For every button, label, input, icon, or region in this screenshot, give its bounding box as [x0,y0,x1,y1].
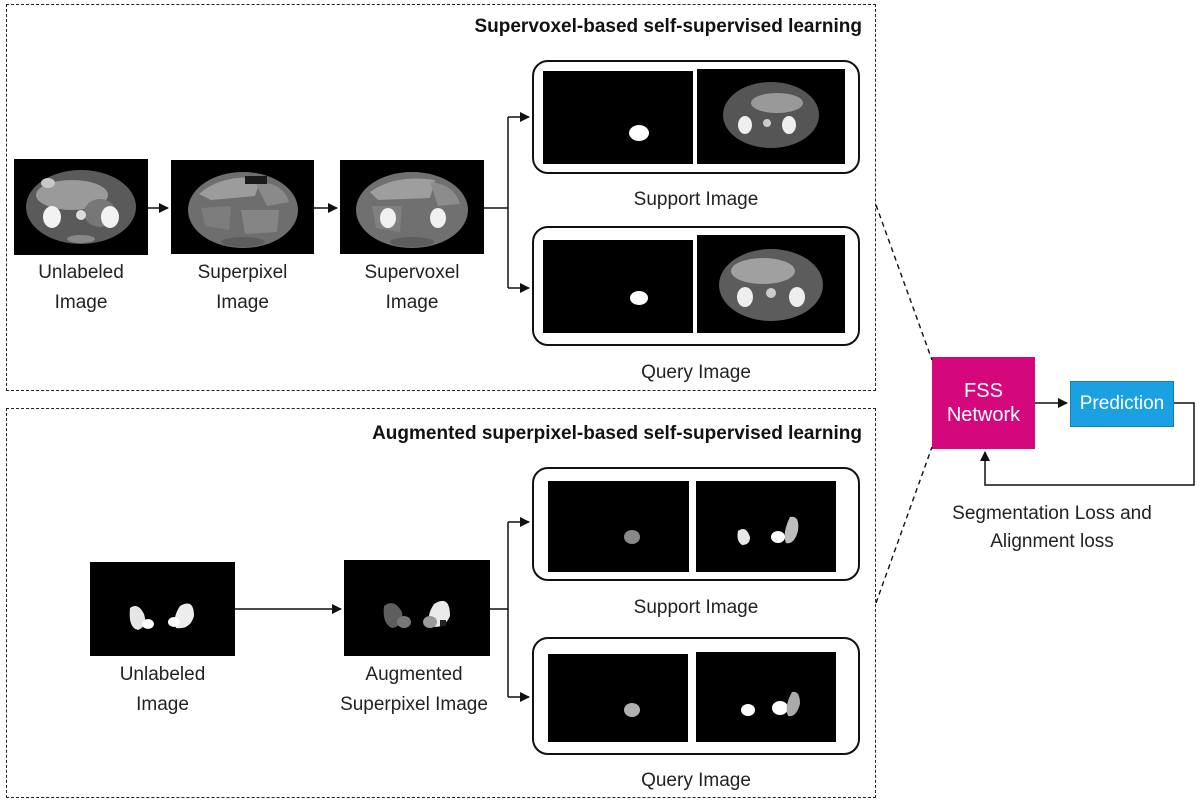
supervoxel-section [6,4,876,391]
support-image-bottom [696,481,836,572]
support-mask-bottom [548,481,689,572]
augmented-superpixel-image [344,560,490,656]
fss-network-box: FSS Network [932,357,1035,449]
support-image-top [697,69,845,164]
dashed-link-top [875,204,933,361]
support-mask-top [543,71,693,164]
query-image-top [697,235,845,333]
support-image-bottom-label: Support Image [633,597,759,618]
prediction-box: Prediction [1070,381,1174,427]
augmented-section [6,408,876,798]
query-mask-bottom [548,654,688,742]
query-image-bottom [696,652,836,742]
dashed-link-bottom [875,446,933,604]
feedback-loop [980,402,1195,486]
supervoxel-section-title: Supervoxel-based self-supervised learnin… [474,16,862,37]
query-image-bottom-label: Query Image [641,770,751,791]
support-image-top-label: Support Image [633,189,759,210]
supervoxel-image [340,160,484,254]
unlabeled-image-bottom [90,562,235,656]
superpixel-image-label: Superpixel Image [197,262,288,313]
query-image-top-label: Query Image [641,362,751,383]
augmented-section-title: Augmented superpixel-based self-supervis… [372,423,862,444]
augmented-superpixel-image-label: Augmented Superpixel Image [340,664,488,715]
supervoxel-image-label: Supervoxel Image [364,262,460,313]
unlabeled-image-bottom-label: Unlabeled Image [119,664,206,715]
loss-label: Segmentation Loss and Alignment loss [952,503,1152,552]
unlabeled-image-top-label: Unlabeled Image [38,262,124,313]
superpixel-image [171,160,314,254]
query-mask-top [543,240,693,333]
unlabeled-image-top [14,159,148,255]
